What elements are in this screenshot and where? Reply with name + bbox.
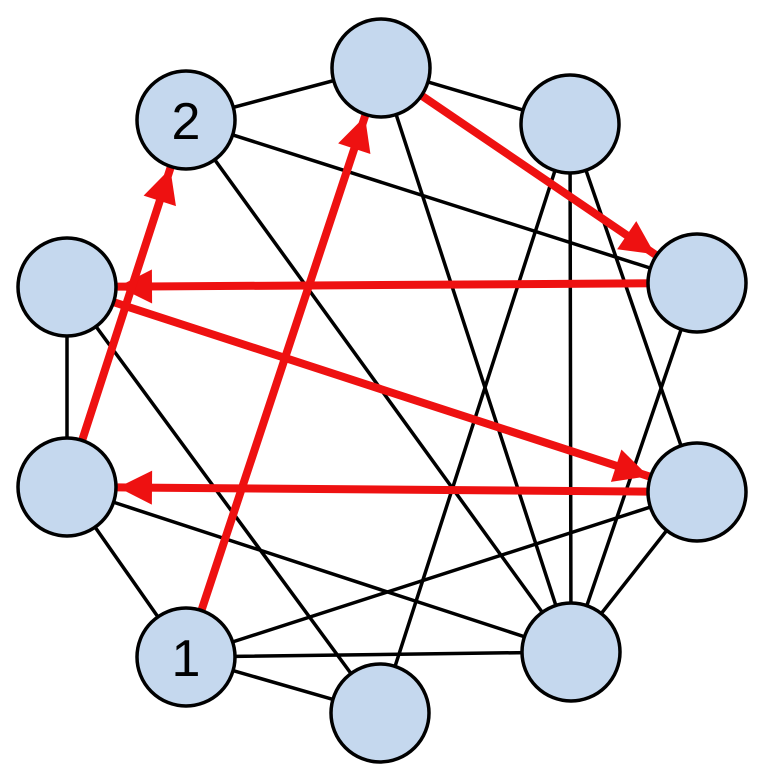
node-label: 1 [172,630,201,688]
node-circle [16,236,118,338]
graph-node [16,236,118,338]
path-arrow-n6-n0 [194,112,371,624]
path-arrow-n2-n4 [113,269,663,304]
path-arrow-n5-n9 [75,164,176,454]
node-circle [330,17,432,119]
graph-node: 1 [135,606,237,708]
node-circle [135,69,237,171]
edge-n0-n8 [379,66,573,654]
edge-n6-n3 [184,490,699,659]
node-circle [520,601,622,703]
edge-n2-n9 [184,118,699,285]
edge-n6-n8 [184,650,573,659]
edge-n1-n3 [568,122,699,494]
graph-node [520,601,622,703]
hamiltonian-path-layer [75,85,663,624]
node-circle [329,662,431,764]
node-circle [135,606,237,708]
node-circle [16,436,118,538]
edge-n4-n7 [65,285,382,715]
graph-node [16,436,118,538]
node-circle [646,232,748,334]
graph-node: 2 [135,69,237,171]
graph-node [646,441,748,543]
path-arrow-n4-n3 [100,295,653,482]
graph-node [329,662,431,764]
node-label: 2 [172,93,201,151]
nodes-layer: 12 [16,17,748,764]
graph-node [519,73,621,175]
node-circle [519,73,621,175]
edge-n1-n8 [568,122,573,654]
graph-node [330,17,432,119]
graph-node [646,232,748,334]
path-arrow-n3-n5 [113,470,663,505]
path-arrow-n0-n2 [409,85,659,259]
edge-n5-n8 [65,485,573,654]
node-circle [646,441,748,543]
